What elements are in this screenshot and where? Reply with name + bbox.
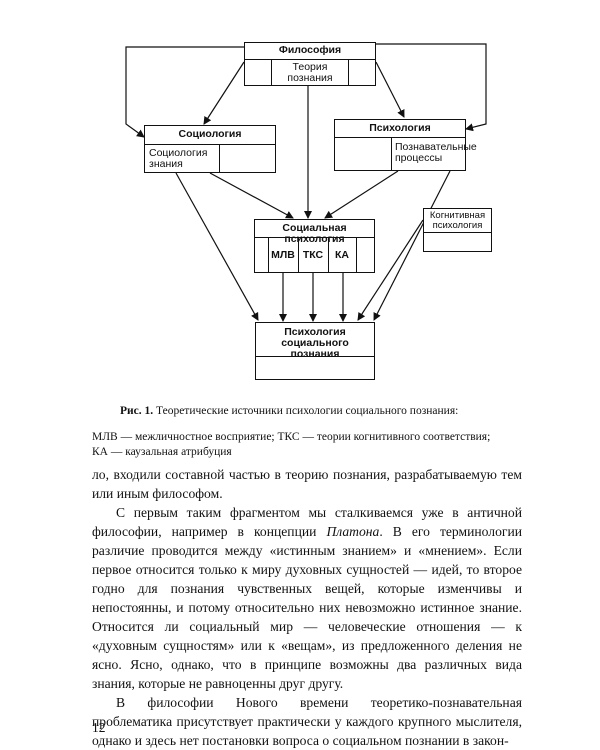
social-cognition-psychology-title: Психология социального познания [281, 326, 349, 360]
psychology-sub: Познавательные процессы [395, 141, 477, 164]
arrow-philosophy-loop-left [125, 46, 244, 138]
philosophy-title: Философия [278, 44, 342, 56]
paragraph-1: ло, входили составной частью в теорию по… [92, 467, 522, 501]
diagram-connectors [125, 43, 487, 322]
arrow-philosophy-loop-right [376, 43, 487, 132]
figure-caption-text: Теоретические источники психологии социа… [156, 405, 459, 417]
paragraph-3: В философии Нового времени теоретико-поз… [92, 695, 522, 748]
legend-line-2: КА — каузальная атрибуция [92, 446, 232, 458]
social-cognition-psychology-box: Психология социального познания [255, 322, 375, 380]
figure-legend: МЛВ — межличностное восприятие; ТКС — те… [92, 430, 562, 460]
arrow-philosophy-psychology [375, 61, 405, 118]
diagram: Философия Теория познания Социология Соц… [125, 42, 492, 380]
philosophy-sub: Теория познания [287, 61, 333, 84]
sociology-title: Социология [178, 128, 242, 140]
cell-mlv: МЛВ [271, 249, 295, 261]
paragraph-2-part-1: С первым таким фрагментом мы сталкиваемс… [92, 505, 522, 539]
paragraph-2-part-2: . В его терминологии различие проводится… [92, 524, 522, 691]
cognitive-psychology-box: Когнитивная психология [423, 208, 492, 252]
arrow-sociology-target [175, 172, 259, 321]
page-number: 12 [92, 720, 106, 735]
social-psychology-title: Социальная психология [282, 222, 347, 245]
figure-caption: Рис. 1. Теоретические источники психолог… [120, 405, 459, 417]
arrow-psychology-target [373, 170, 451, 321]
paragraph-2: С первым таким фрагментом мы сталкиваемс… [92, 503, 522, 693]
social-psychology-box: Социальная психология МЛВ ТКС КА [254, 219, 375, 273]
psychology-box: Психология Познавательные процессы [334, 119, 477, 171]
arrow-sociology-socpsy [209, 172, 294, 219]
psychology-title: Психология [369, 122, 431, 134]
legend-line-1: МЛВ — межличностное восприятие; ТКС — те… [92, 431, 491, 443]
arrow-philosophy-sociology [203, 61, 245, 125]
body-text: ло, входили составной частью в теорию по… [92, 465, 522, 750]
cell-ka: КА [335, 249, 349, 261]
cell-tks: ТКС [302, 249, 324, 261]
cognitive-psychology-title: Когнитивная психология [429, 210, 486, 231]
paragraph-2-name: Платона [326, 524, 380, 539]
arrow-psychology-socpsy [324, 170, 399, 219]
sociology-sub: Социология знания [149, 147, 208, 170]
arrow-cognitive-target [357, 219, 424, 321]
philosophy-box: Философия Теория познания [244, 42, 376, 86]
sociology-box: Социология Социология знания [144, 125, 276, 173]
figure-label: Рис. 1 [120, 405, 151, 417]
